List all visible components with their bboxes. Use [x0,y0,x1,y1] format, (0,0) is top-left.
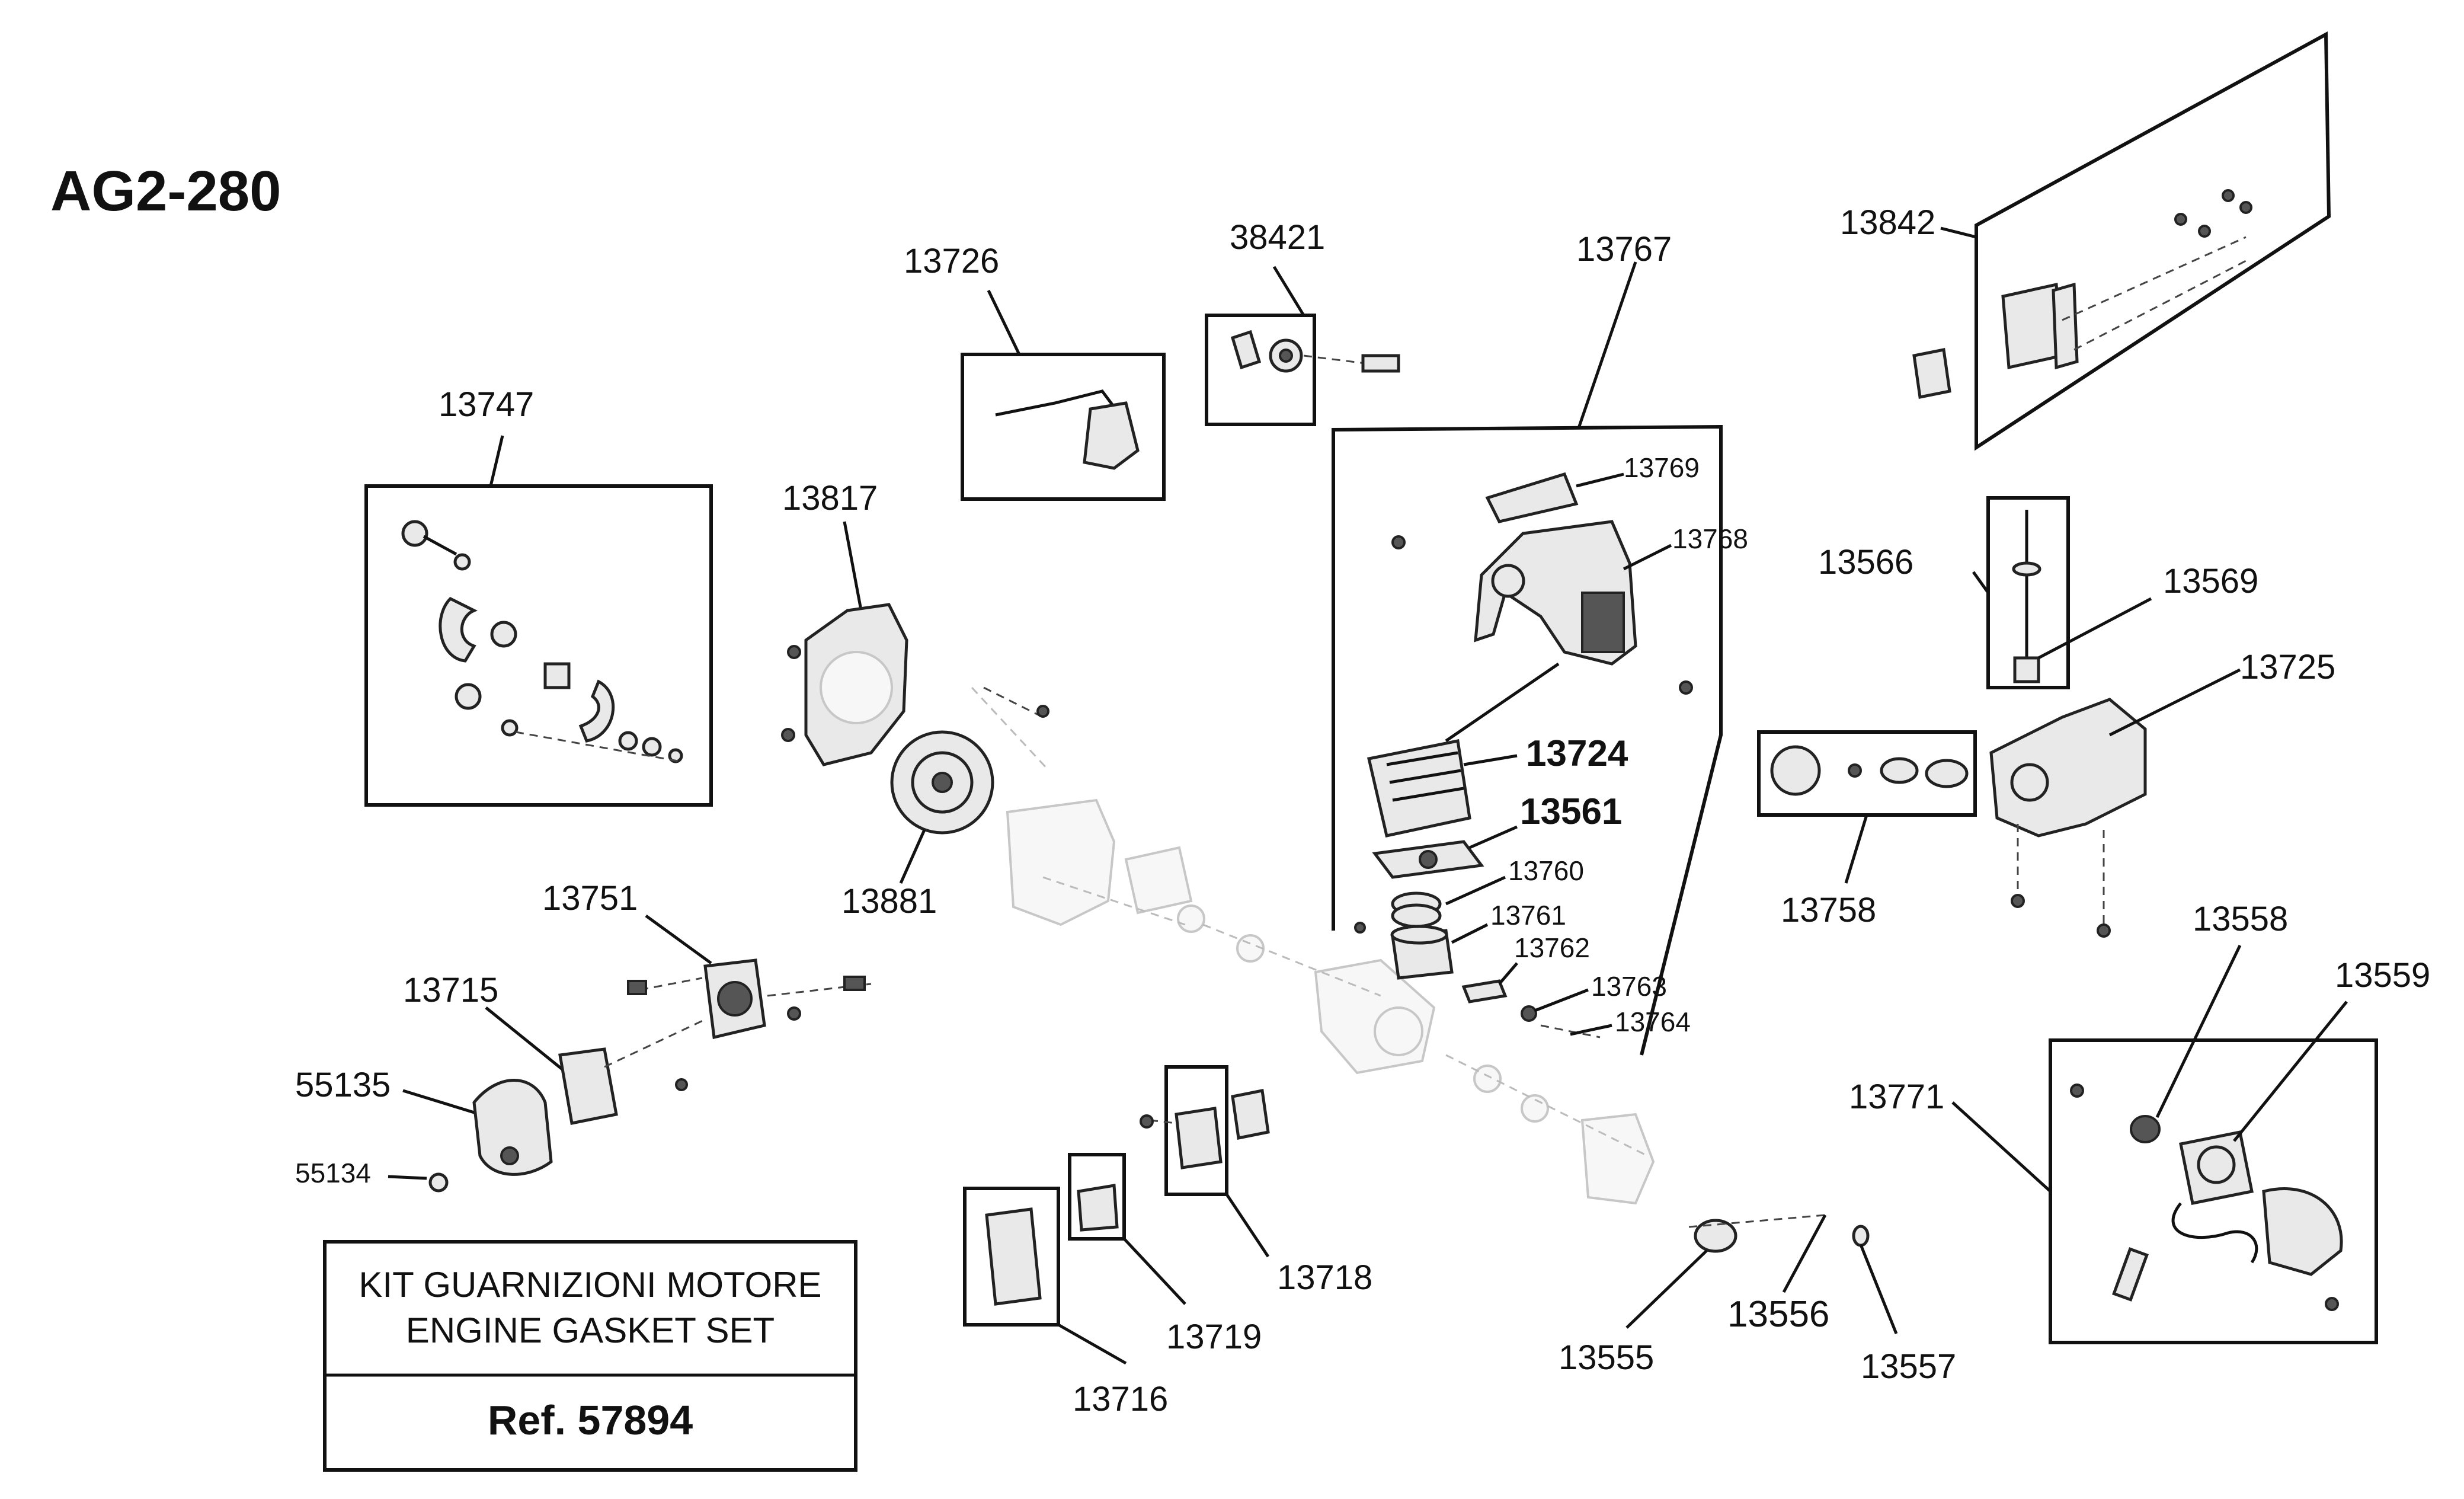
label-13556: 13556 [1727,1294,1829,1335]
kit-ref: Ref. 57894 [488,1397,693,1443]
label-13726: 13726 [904,242,999,280]
label-13747: 13747 [439,385,534,424]
label-13769: 13769 [1624,452,1700,483]
box-13718 [1164,1065,1228,1196]
label-13764: 13764 [1615,1006,1691,1037]
label-13771: 13771 [1849,1078,1944,1116]
label-13758: 13758 [1781,891,1876,929]
label-13842: 13842 [1840,203,1935,242]
rope-end-part [1852,1225,1870,1247]
flywheel-part [890,686,1049,835]
box-13747 [364,484,713,807]
label-13767: 13767 [1576,230,1672,269]
label-13817: 13817 [782,479,878,517]
shroud-cap-part [1485,472,1579,523]
label-13715: 13715 [403,971,498,1009]
muffler-part [1912,189,2252,399]
starter-housing-part [2262,1187,2343,1276]
cover-vent [1581,592,1625,653]
label-13762: 13762 [1514,932,1590,963]
label-55135: 55135 [295,1066,391,1104]
label-13559: 13559 [2335,956,2430,995]
cylinder-part [1367,739,1471,838]
kit-title-en: ENGINE GASKET SET [406,1311,775,1350]
label-13555: 13555 [1559,1338,1654,1377]
circlip-part [1521,1005,1537,1022]
fuel-filter-part [2013,656,2040,683]
throttle-cable-part [995,389,1140,470]
box-13726 [961,353,1166,501]
filter-cover-part [472,1079,553,1176]
label-13716: 13716 [1073,1380,1168,1418]
tank-cap-part [1770,745,1821,796]
filter-element-part [558,1047,618,1125]
label-13718: 13718 [1277,1258,1372,1297]
box-13758 [1757,730,1977,817]
starter-spring-part [2130,1115,2161,1143]
box-13842 [1975,31,2331,451]
box-13767 [1332,424,1723,1056]
engine-block-background [971,686,1655,1205]
label-13768: 13768 [1672,523,1748,554]
carburetor-part [1175,1107,1223,1169]
cover-screw-part [428,1172,449,1193]
label-13566: 13566 [1818,543,1913,581]
fuel-tank-part [1989,698,2147,838]
label-13557: 13557 [1861,1347,1956,1386]
box-38421 [1205,314,1316,426]
clutch-parts [401,520,683,763]
label-13569: 13569 [2163,562,2258,600]
handle-part [1694,1219,1737,1253]
label-38421: 38421 [1230,218,1325,257]
box-13716 [963,1187,1060,1327]
part-38421-items [1230,330,1400,373]
kit-title-it: KIT GUARNIZIONI MOTORE [359,1265,821,1305]
label-13719: 13719 [1166,1318,1262,1356]
label-13724: 13724 [1526,733,1628,774]
label-55134: 55134 [295,1158,371,1188]
label-13761: 13761 [1490,900,1566,931]
label-13763: 13763 [1591,971,1667,1002]
piston-pin-part [1461,979,1508,1003]
label-13760: 13760 [1508,855,1584,886]
model-title: AG2-280 [50,159,281,223]
label-13558: 13558 [2193,900,2288,938]
fuel-line-part [2012,561,2041,577]
label-13751: 13751 [542,879,638,918]
label-13725: 13725 [2240,648,2335,686]
label-13561: 13561 [1520,791,1622,832]
carb-gasket-part [985,1207,1042,1306]
carb-spacer-part [1077,1184,1119,1232]
box-13719 [1068,1153,1126,1241]
label-13881: 13881 [841,882,937,921]
kit-table [323,1240,857,1472]
